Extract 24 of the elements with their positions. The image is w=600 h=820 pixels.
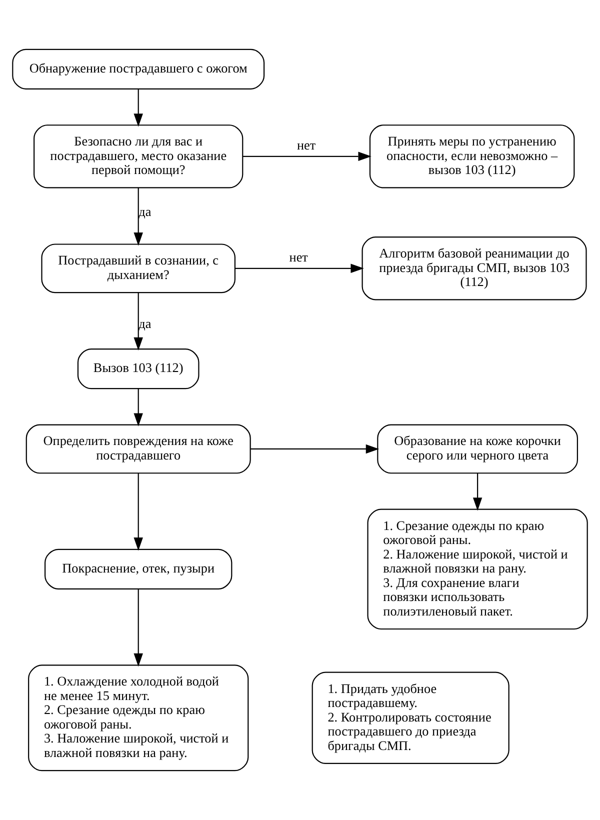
- arrow: [243, 152, 372, 162]
- arrow: [250, 444, 380, 454]
- node-box: Безопасно ли для вас и пострадавшего, место оказание первой помощи?: [34, 124, 244, 188]
- node-box: 1. Придать удобное пострадавшему. 2. Контролировать состояние пострадавшего до приезда бригады СМП.: [312, 672, 510, 764]
- node-box: Определить повреждения на коже пострадавшего: [26, 424, 251, 474]
- node-box: Алгоритм базовой реанимации до приезда бригады СМП, вызов 103 (112): [362, 236, 587, 300]
- arrow: [134, 473, 143, 551]
- arrow: [134, 89, 143, 127]
- arrow: [235, 264, 364, 274]
- edge-label: нет: [296, 137, 316, 152]
- arrow: [134, 589, 143, 667]
- node-box: Вызов 103 (112): [77, 348, 200, 390]
- node-box: Покраснение, отек, пузыри: [44, 548, 232, 590]
- arrow: [134, 388, 143, 426]
- node-box: 1. Охлаждение холодной водой не менее 15 минут. 2. Срезание одежды по краю ожоговой раны. 3. Наложение широкой, чистой и влажной повязки на рану.: [28, 664, 249, 772]
- node-box: 1. Срезание одежды по краю ожоговой раны. 2. Наложение широкой, чистой и влажной повязки на рану. 3. Для сохранение влаги повязки использовать полиэтиленовый пакет.: [367, 508, 588, 630]
- arrow: [134, 292, 143, 351]
- edge-label: нет: [289, 249, 308, 264]
- node-box: Образование на коже корочки серого или черного цвета: [377, 424, 578, 474]
- arrow: [134, 188, 143, 246]
- node-box: Пострадавший в сознании, с дыханием?: [41, 244, 236, 294]
- node-box: Обнаружение пострадавшего с ожогом: [12, 48, 265, 90]
- arrow: [472, 473, 482, 511]
- node-box: Принять меры по устранению опасности, если невозможно – вызов 103 (112): [369, 124, 575, 188]
